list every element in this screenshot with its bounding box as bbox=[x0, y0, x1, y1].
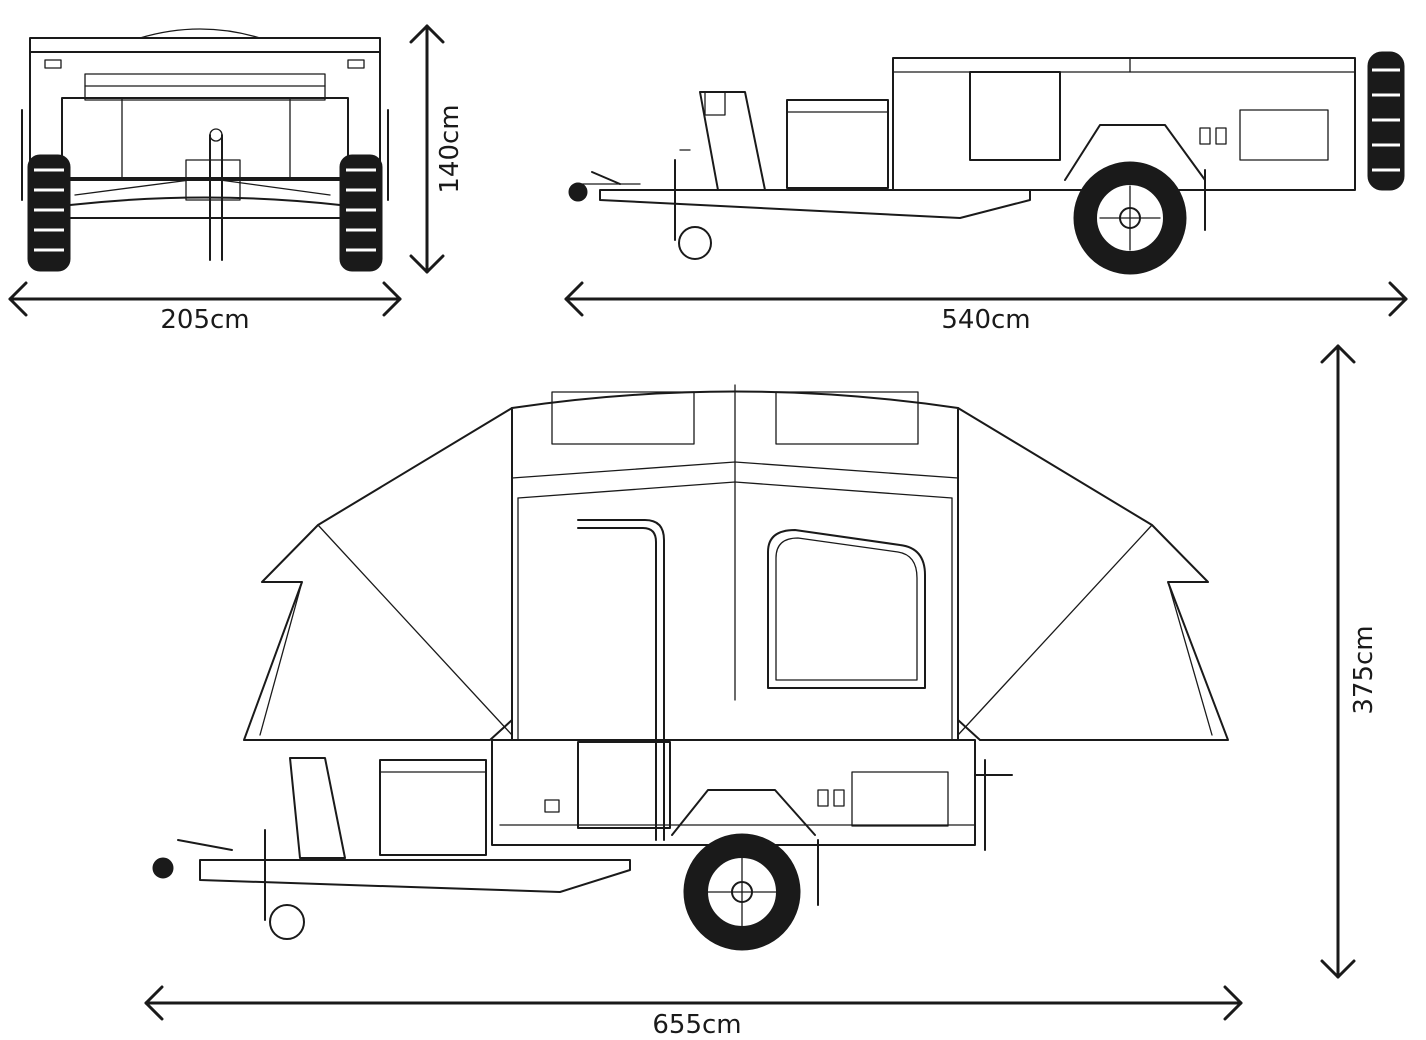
side-closed-length-dimension: 540cm bbox=[564, 281, 1408, 335]
side-view-open bbox=[152, 384, 1229, 951]
side-closed-length-label: 540cm bbox=[941, 305, 1030, 335]
front-width-dimension: 205cm bbox=[8, 281, 402, 335]
front-view bbox=[21, 28, 389, 272]
side-open-height-dimension: 375cm bbox=[1320, 344, 1379, 979]
side-view-closed bbox=[568, 51, 1405, 275]
front-height-dimension: 140cm bbox=[409, 24, 465, 274]
front-width-label: 205cm bbox=[160, 305, 249, 335]
front-height-label: 140cm bbox=[435, 104, 465, 193]
side-open-height-label: 375cm bbox=[1349, 625, 1379, 714]
side-open-length-dimension: 655cm bbox=[144, 985, 1243, 1040]
side-open-length-label: 655cm bbox=[652, 1010, 741, 1040]
front-view-right-wheel bbox=[339, 154, 383, 272]
front-view-left-wheel bbox=[27, 154, 71, 272]
